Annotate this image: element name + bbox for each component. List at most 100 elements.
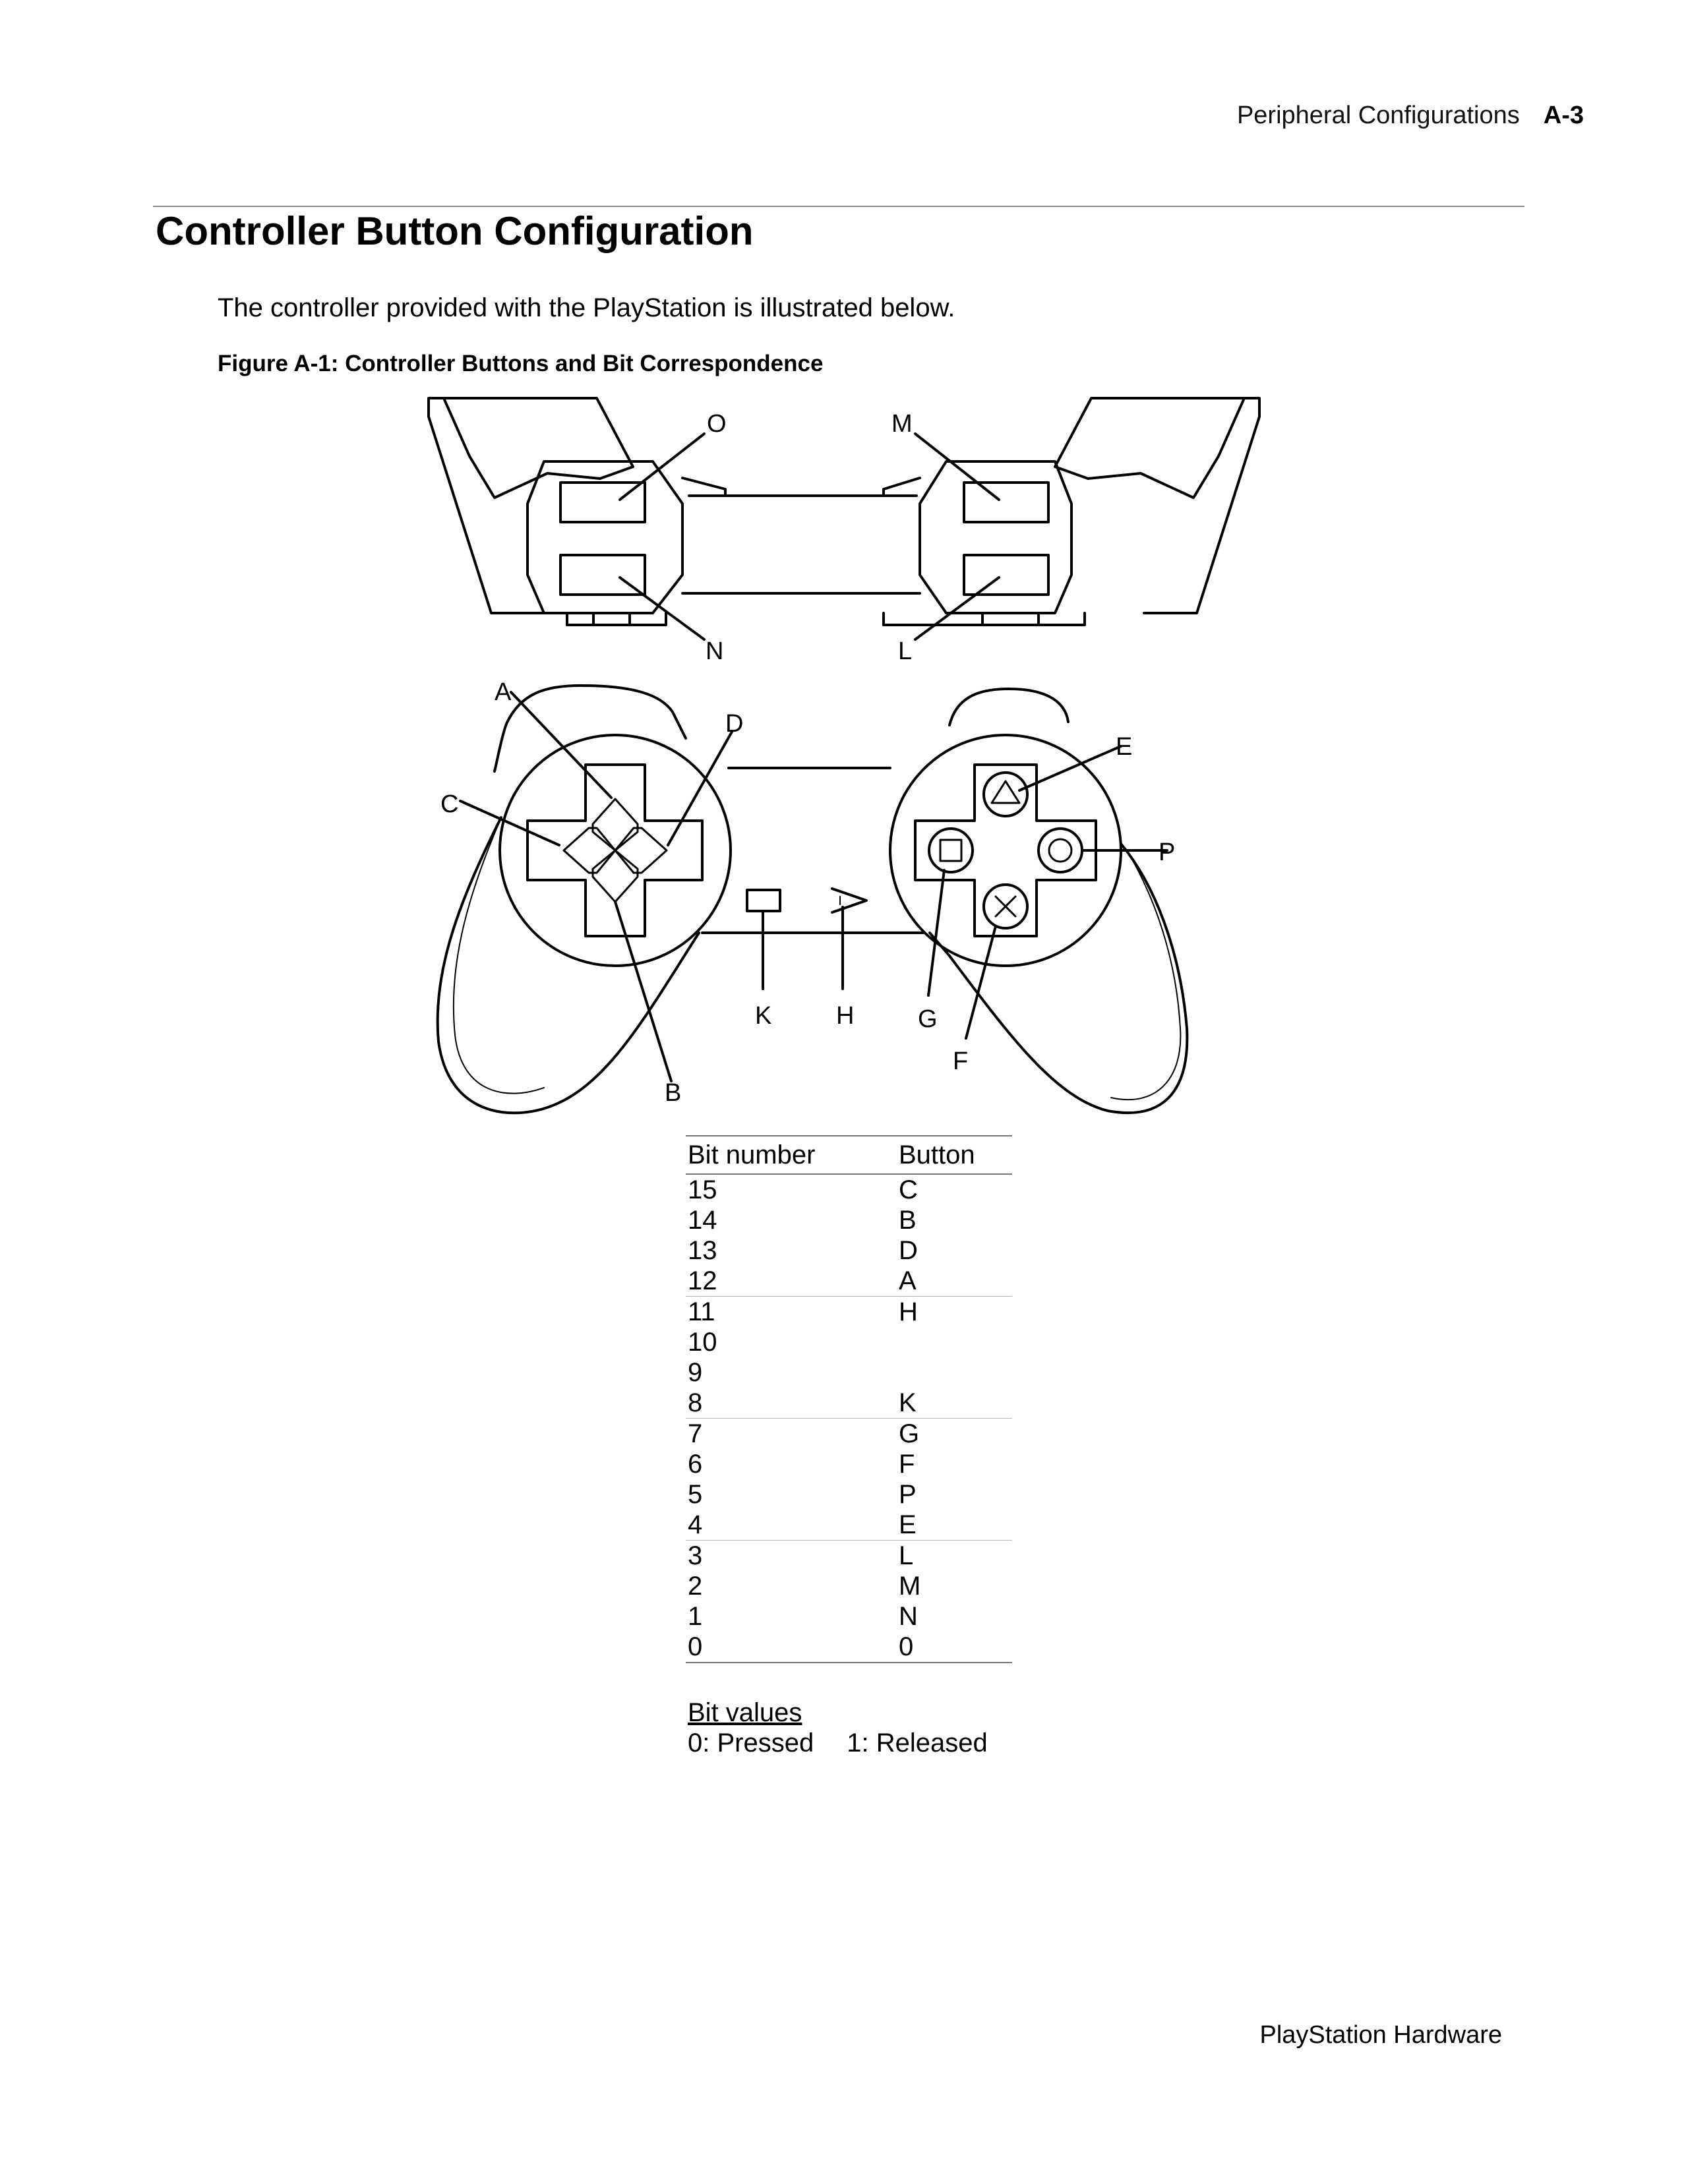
bit-number-cell: 2 xyxy=(688,1572,703,1601)
cross-icon xyxy=(994,895,1017,918)
bit-values-title: Bit values xyxy=(688,1698,802,1727)
left-grip-outline xyxy=(436,816,700,1115)
right-grip-inner xyxy=(1110,856,1182,1101)
label-e: E xyxy=(1116,733,1132,761)
label-c: C xyxy=(440,790,458,818)
label-m: M xyxy=(891,410,913,438)
button-cell: M xyxy=(899,1572,921,1601)
leader-e xyxy=(1018,745,1122,792)
left-upper-shoulder-button xyxy=(559,481,646,523)
dpad-cross xyxy=(526,763,704,937)
table-row: 15 C xyxy=(686,1174,1012,1205)
button-cell: F xyxy=(899,1450,915,1479)
bit-number-cell: 12 xyxy=(688,1266,717,1295)
left-grip-edge xyxy=(493,723,508,773)
leader-a xyxy=(510,691,613,799)
table-header-row: Bit number Button xyxy=(686,1136,1012,1174)
controller-top-view xyxy=(427,397,1261,641)
table-row: 9 xyxy=(686,1357,1012,1388)
controller-front-view xyxy=(436,684,1189,1115)
bit-number-cell: 8 xyxy=(688,1388,703,1417)
label-n: N xyxy=(706,637,723,665)
label-f: F xyxy=(953,1048,968,1075)
triangle-icon xyxy=(990,780,1021,804)
dpad-circle xyxy=(498,734,732,967)
dpad-right-arrow xyxy=(614,827,668,874)
dpad-up-arrow xyxy=(591,798,639,852)
controller-diagram: O M N L A D E C P K H G F B xyxy=(427,397,1261,1115)
column-header-bit-number: Bit number xyxy=(688,1140,816,1169)
button-cell: P xyxy=(899,1480,917,1509)
left-grip-top xyxy=(505,684,687,740)
label-l: L xyxy=(898,637,912,665)
button-cell: N xyxy=(899,1602,918,1631)
bit-number-cell: 9 xyxy=(688,1358,703,1387)
select-button xyxy=(746,889,781,912)
controller-figure: O M N L A D E C P K H G F B xyxy=(427,397,1261,1115)
bit-number-cell: 11 xyxy=(686,1296,899,1327)
bit-number-cell: 15 xyxy=(688,1175,717,1204)
square-icon xyxy=(939,839,963,862)
bit-number-cell: 3 xyxy=(686,1540,899,1571)
figure-caption: Figure A-1: Controller Buttons and Bit C… xyxy=(218,351,824,376)
button-cell: H xyxy=(899,1296,1012,1327)
top-center-body-upper xyxy=(681,477,921,497)
start-button xyxy=(831,887,868,914)
bit-number-cell: 13 xyxy=(688,1236,717,1265)
label-b: B xyxy=(665,1079,681,1107)
leader-n xyxy=(618,576,706,641)
button-cell xyxy=(899,1327,1012,1357)
leader-b xyxy=(614,900,673,1082)
page-title: Controller Button Configuration xyxy=(156,209,754,253)
leader-d xyxy=(667,730,733,846)
right-lower-shoulder-button xyxy=(963,554,1050,596)
leader-o xyxy=(618,432,706,501)
label-a: A xyxy=(495,678,512,706)
top-left-handle xyxy=(427,397,634,614)
bit-number-cell: 4 xyxy=(688,1510,703,1539)
left-grip-inner xyxy=(452,823,545,1094)
circle-icon xyxy=(1048,838,1073,863)
bit-number-cell: 0 xyxy=(686,1632,899,1663)
bit-value-released: 1: Released xyxy=(847,1728,988,1757)
square-button xyxy=(928,827,974,873)
button-cell: E xyxy=(899,1510,917,1539)
right-grip-top xyxy=(948,688,1070,726)
header-section-title: Peripheral Configurations xyxy=(1236,101,1520,129)
button-cell: C xyxy=(899,1175,918,1204)
circle-button xyxy=(1037,827,1083,873)
bit-number-cell: 5 xyxy=(688,1480,703,1509)
title-rule xyxy=(153,206,1524,207)
top-right-handle xyxy=(1054,397,1261,614)
button-cell: D xyxy=(899,1236,918,1265)
label-d: D xyxy=(725,710,743,738)
top-right-shoulder-housing xyxy=(919,460,1073,614)
table-row: 10 xyxy=(686,1327,1012,1357)
bit-values-legend: Bit values 0: Pressed 1: Released xyxy=(688,1697,988,1758)
dpad-left-arrow xyxy=(562,827,617,874)
label-h: H xyxy=(836,1002,854,1030)
label-p: P xyxy=(1159,839,1175,866)
intro-text: The controller provided with the PlaySta… xyxy=(218,293,955,322)
button-cell: G xyxy=(899,1418,1012,1449)
button-cell: A xyxy=(899,1266,917,1295)
action-buttons-cross xyxy=(914,763,1097,937)
leader-f xyxy=(965,925,997,1040)
top-right-connectors xyxy=(882,612,1086,626)
bit-number-cell: 7 xyxy=(686,1418,899,1449)
column-header-button: Button xyxy=(899,1140,975,1169)
bit-number-cell: 1 xyxy=(688,1602,703,1631)
cross-button xyxy=(982,883,1029,930)
button-cell: 0 xyxy=(899,1632,1012,1663)
